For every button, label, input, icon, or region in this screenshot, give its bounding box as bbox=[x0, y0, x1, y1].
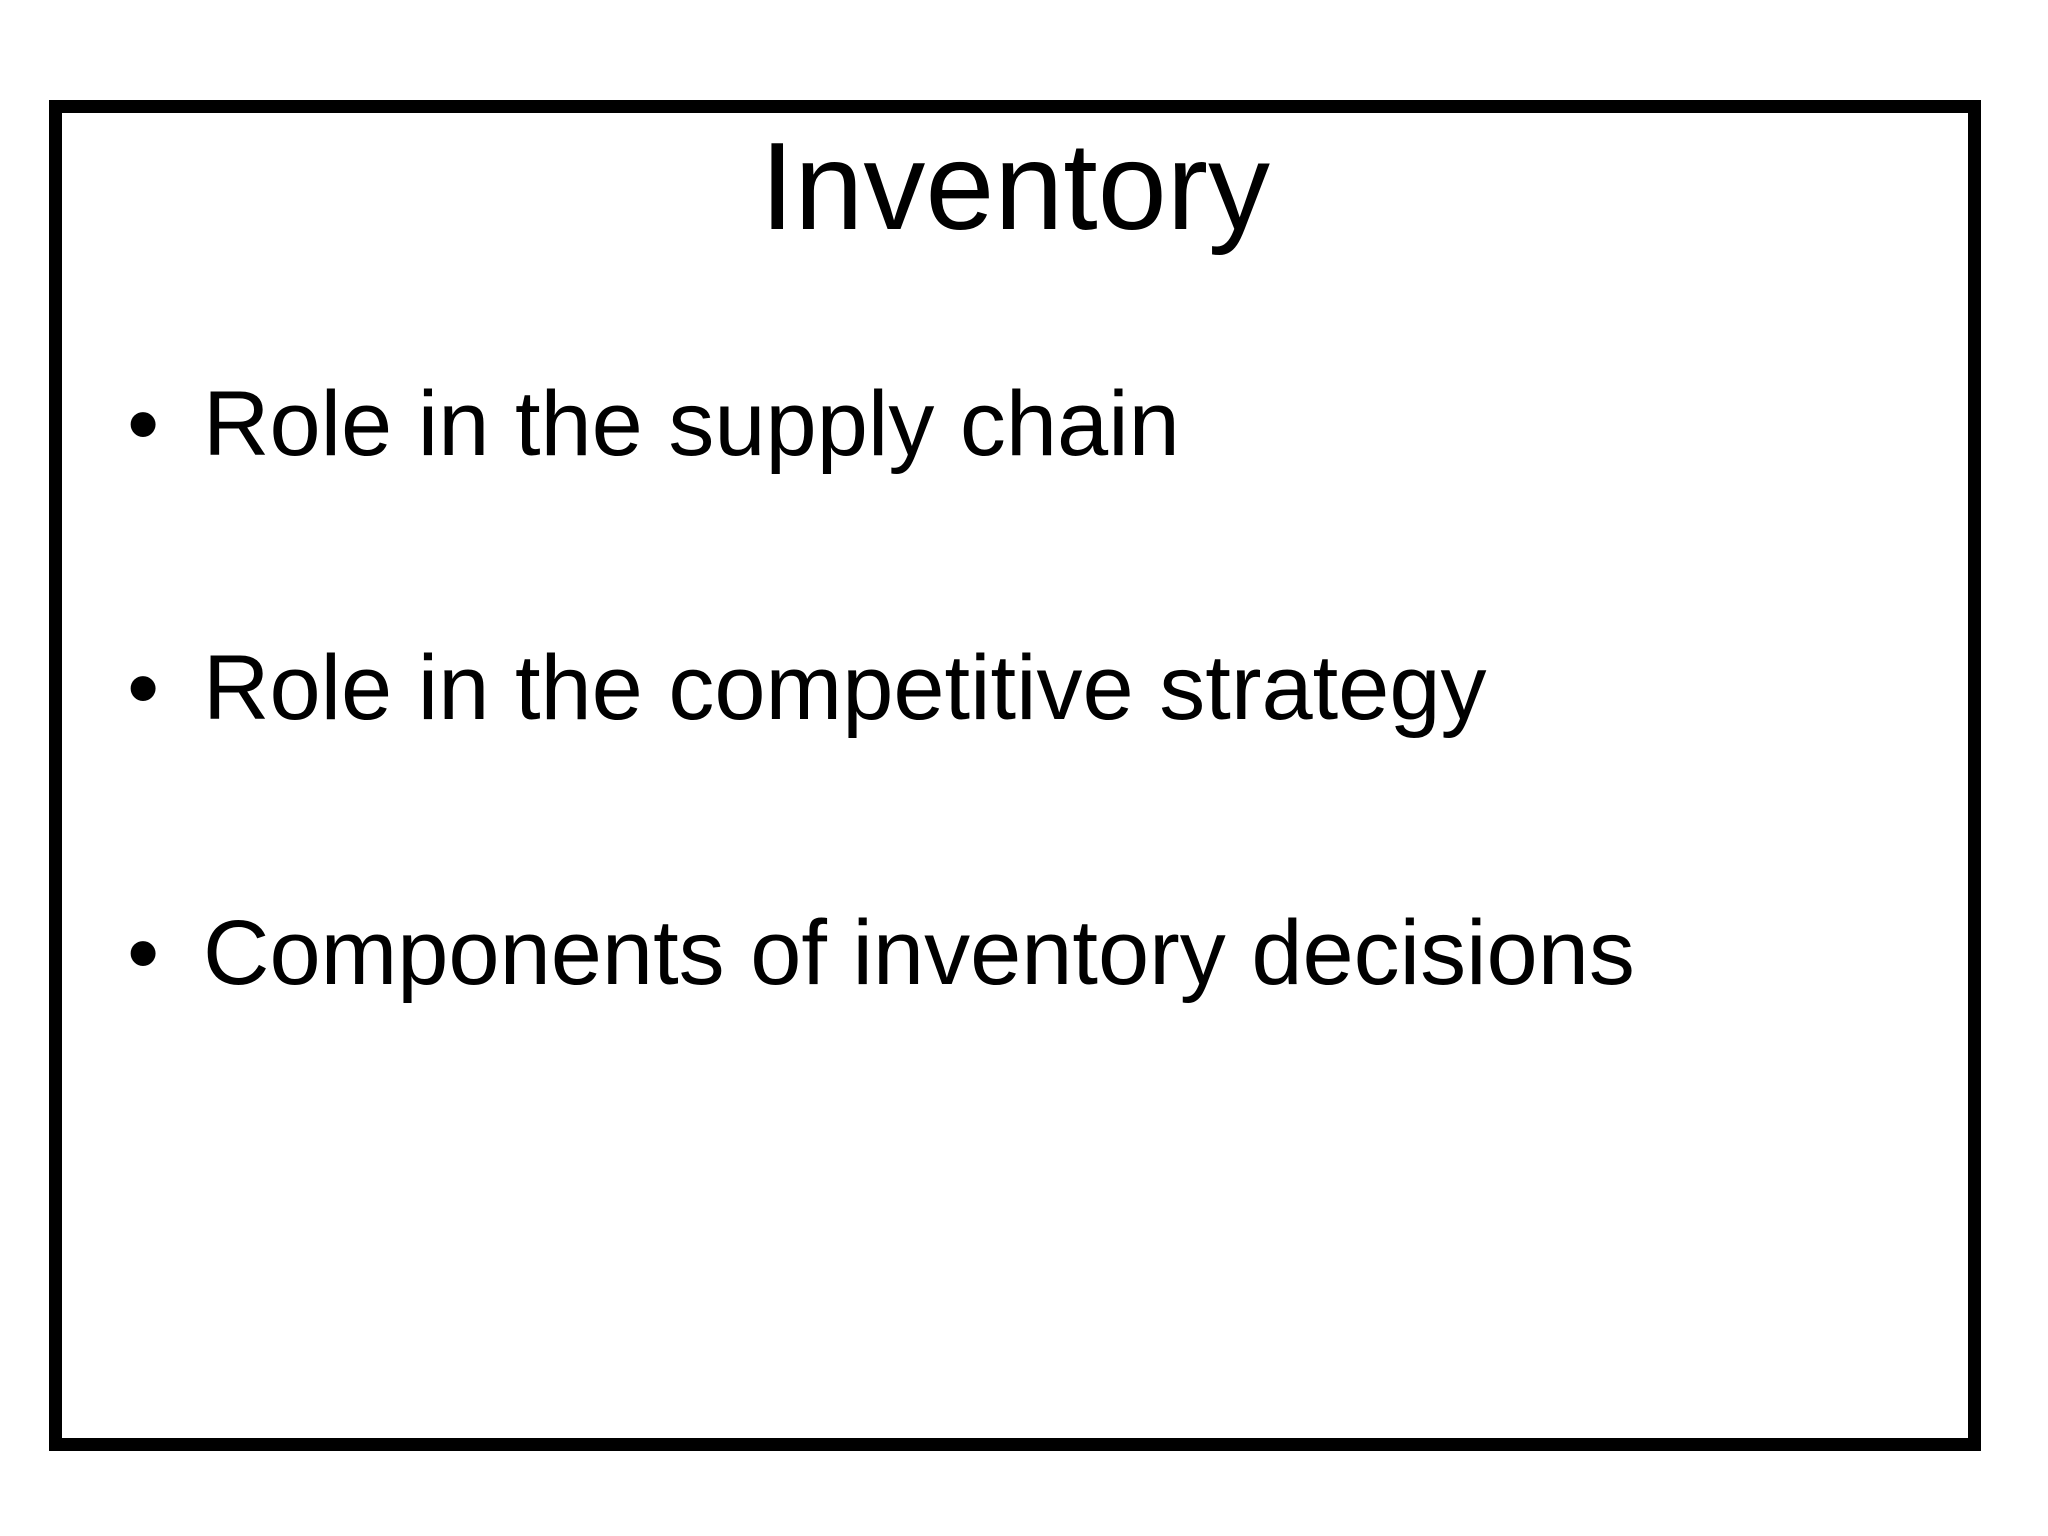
slide-title: Inventory bbox=[759, 118, 1271, 256]
slide-frame: Inventory • Role in the supply chain • R… bbox=[49, 100, 1981, 1451]
bullet-dot-icon: • bbox=[127, 901, 160, 1004]
bullet-item: • Components of inventory decisions bbox=[127, 898, 1928, 1008]
bullet-dot-icon: • bbox=[127, 637, 160, 740]
bullet-item: • Role in the supply chain bbox=[127, 369, 1928, 479]
bullet-item: • Role in the competitive strategy bbox=[127, 633, 1928, 743]
bullet-text: Role in the supply chain bbox=[203, 373, 1180, 475]
bullet-text: Components of inventory decisions bbox=[203, 901, 1635, 1004]
bullet-list: • Role in the supply chain • Role in the… bbox=[127, 369, 1928, 1162]
bullet-text: Role in the competitive strategy bbox=[203, 637, 1487, 740]
bullet-dot-icon: • bbox=[127, 373, 160, 475]
